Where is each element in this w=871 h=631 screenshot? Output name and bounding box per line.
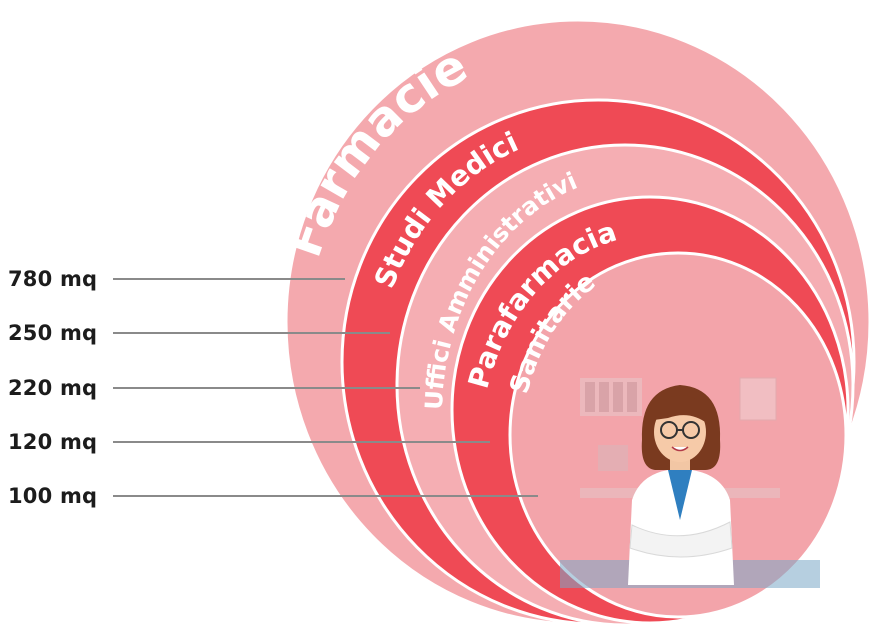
area-label-farmacie: 780 mq [8,267,98,291]
area-label-sanitarie: 100 mq [8,484,98,508]
pharmacist-figure-icon [628,385,734,585]
area-label-studi-medici: 250 mq [8,321,98,345]
area-label-uffici-amministrativi: 220 mq [8,376,98,400]
area-label-parafarmacia: 120 mq [8,430,98,454]
leader-lines [113,278,538,497]
